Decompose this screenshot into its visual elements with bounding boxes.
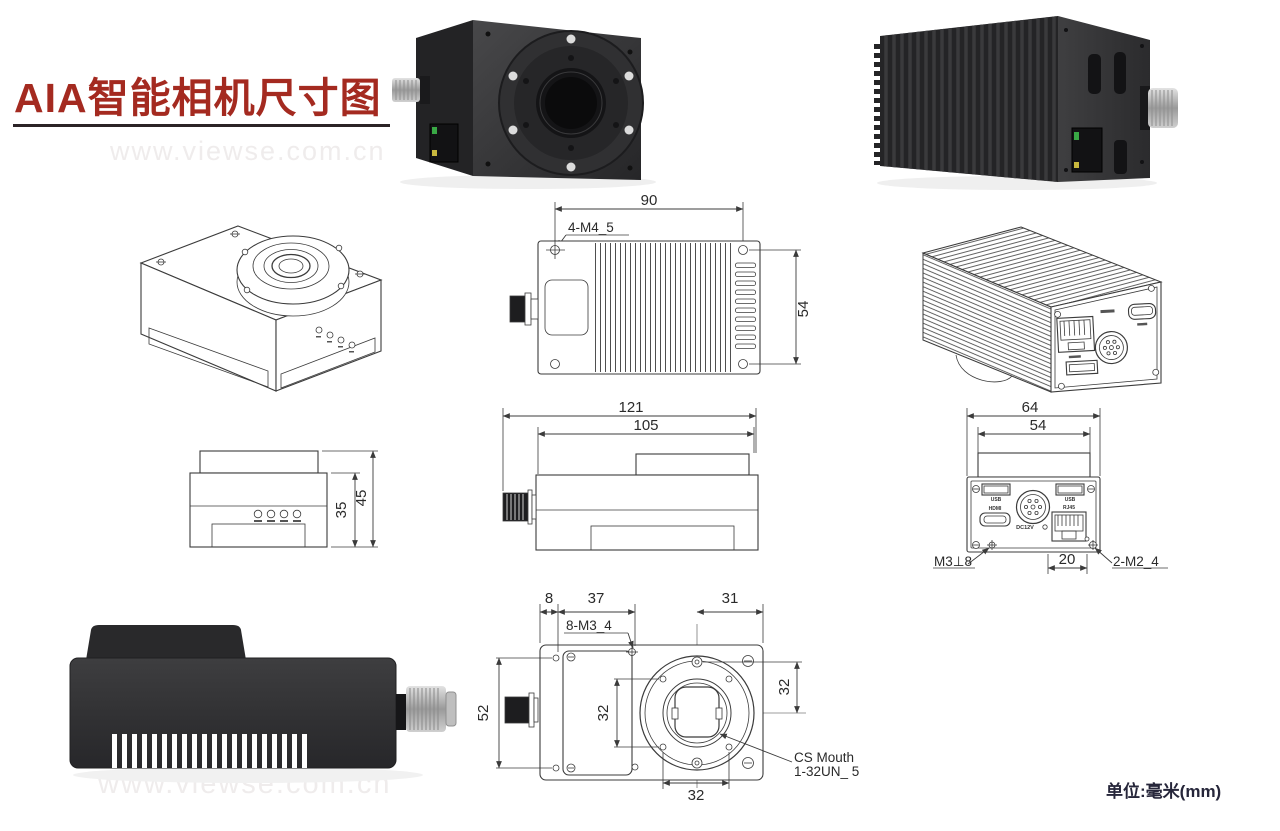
top-screws xyxy=(156,230,365,278)
cs-mount-label-2: 1-32UN_ 5 xyxy=(794,764,859,779)
case-screws xyxy=(1064,28,1144,172)
dim-label-90: 90 xyxy=(641,192,658,209)
lens-ring xyxy=(236,235,350,317)
body-outline xyxy=(535,474,759,551)
mount-view-drawing: 8 37 31 8-M3_4 52 32 32 32 CS Mouth 1-32… xyxy=(475,590,859,804)
usb-slot-top xyxy=(1114,52,1126,94)
hdmi-port xyxy=(1127,302,1157,320)
rj45-port xyxy=(1071,127,1103,173)
usb-slot-bottom xyxy=(1114,140,1127,174)
dim-label-52: 52 xyxy=(475,705,492,722)
iso-front-drawing xyxy=(139,225,383,392)
dim-label-8: 8 xyxy=(545,590,553,607)
usb-port-right: USB xyxy=(1055,483,1085,503)
render-side-photo xyxy=(69,625,457,783)
corner-holes xyxy=(546,240,748,369)
hdmi-slot xyxy=(1088,54,1101,94)
rear-ports xyxy=(1054,284,1160,390)
dim-label-64: 64 xyxy=(1022,399,1039,416)
side-view-drawing: 121 105 xyxy=(502,399,759,551)
dim-label-54-rear: 54 xyxy=(1030,417,1047,434)
dim-label-121: 121 xyxy=(618,399,643,416)
dim-label-32-mid: 32 xyxy=(595,705,612,722)
case-screws xyxy=(485,31,633,171)
unit-note: 单位:毫米(mm) xyxy=(1106,782,1222,801)
usb-left-label: USB xyxy=(991,497,1002,503)
led-indicators xyxy=(253,509,302,522)
lens-barrel xyxy=(955,354,1013,383)
hdmi-port: HDMI xyxy=(979,506,1011,527)
connector xyxy=(504,692,539,728)
dim-label-32-bottom: 32 xyxy=(688,787,705,804)
front-view-drawing: 35 45 xyxy=(189,450,378,548)
led-indicators xyxy=(315,326,356,353)
flange-screws xyxy=(508,34,634,172)
dim-label-105: 105 xyxy=(633,417,658,434)
m12-connector xyxy=(396,686,457,732)
rear-view-drawing: 64 54 USB USB HDMI xyxy=(933,399,1168,574)
dim-label-31: 31 xyxy=(722,590,739,607)
connector xyxy=(509,292,539,326)
render-front-photo xyxy=(392,20,656,189)
thread-label-2m2: 2-M2_4 xyxy=(1113,554,1159,569)
watermark-top: www.viewse.com.cn xyxy=(110,136,386,166)
fins xyxy=(211,523,306,548)
dim-label-35: 35 xyxy=(333,502,350,519)
rj45-port xyxy=(1056,315,1096,353)
rj45-port: RJ45 xyxy=(1051,505,1087,542)
page-title: AIA智能相机尺寸图 xyxy=(14,75,382,121)
hdmi-label: HDMI xyxy=(989,506,1002,512)
dim-label-45: 45 xyxy=(353,490,370,507)
rear-face-inner xyxy=(1054,286,1158,389)
fins xyxy=(594,243,731,372)
side-plate xyxy=(562,650,633,776)
case-screws xyxy=(552,646,754,773)
dim-label-32-right: 32 xyxy=(776,679,793,696)
side-slats xyxy=(735,262,756,349)
thread-label-4m4: 4-M4_5 xyxy=(568,220,614,235)
m3-hole xyxy=(967,540,997,565)
m2-screw xyxy=(1084,536,1113,564)
dc-led xyxy=(1042,524,1048,530)
usb-port-left: USB xyxy=(981,483,1011,503)
shadow xyxy=(73,767,423,783)
dim-label-54: 54 xyxy=(795,301,812,318)
thread-label-8m3: 8-M3_4 xyxy=(566,618,612,633)
dc-label: DC12V xyxy=(1016,525,1034,531)
m12-connector xyxy=(1094,330,1129,365)
render-rear-photo xyxy=(874,16,1178,190)
fins xyxy=(112,734,307,768)
usb-right-label: USB xyxy=(1065,497,1076,503)
rj45-port xyxy=(429,123,459,163)
top-boss xyxy=(199,450,319,474)
sensor-window xyxy=(674,686,720,738)
flange-holes xyxy=(523,55,619,151)
thread-label-m3: M3⊥8 xyxy=(934,554,972,569)
fins xyxy=(590,525,735,551)
lens-flange xyxy=(498,30,644,176)
lens-hood xyxy=(86,625,246,660)
top-boss xyxy=(635,453,750,476)
fin-edge-teeth xyxy=(874,44,881,165)
usb-port xyxy=(1065,359,1099,376)
m12-connector xyxy=(1140,86,1178,130)
heatsink-fins xyxy=(884,16,1056,182)
top-window xyxy=(544,279,589,336)
top-boss xyxy=(977,452,1091,478)
top-view-drawing: 90 4-M4_5 54 xyxy=(509,192,812,375)
fins-left xyxy=(148,327,269,388)
lens-mount xyxy=(639,655,755,771)
cs-mount-label-1: CS Mouth xyxy=(794,750,854,765)
title-underline xyxy=(13,124,390,127)
iso-rear-drawing xyxy=(921,226,1163,393)
fins-right xyxy=(280,337,376,389)
connector xyxy=(502,489,537,525)
panel-screws xyxy=(972,485,1095,549)
dim-label-20: 20 xyxy=(1059,551,1076,568)
m12-connector xyxy=(392,76,430,104)
m12-connector xyxy=(1015,489,1051,525)
dim-label-37: 37 xyxy=(588,590,605,607)
rj45-label: RJ45 xyxy=(1063,505,1075,511)
